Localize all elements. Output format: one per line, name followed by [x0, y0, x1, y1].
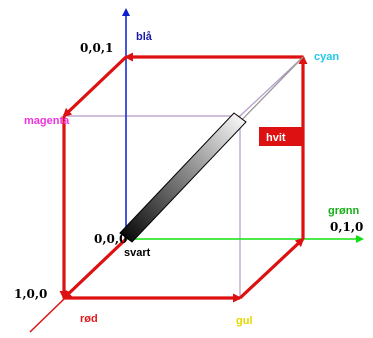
black-vertex-label: svart — [124, 247, 151, 259]
edge-black-red — [62, 237, 128, 300]
hidden-edges — [64, 56, 304, 298]
edge-yellow-green — [238, 237, 305, 300]
blue-vertex-coord: 0,0,1 — [80, 41, 113, 55]
origin-coord: 0,0,0 — [94, 232, 127, 246]
grayscale-bar — [119, 112, 247, 243]
cube-red-edges — [59, 52, 308, 303]
edge-white-cyan — [239, 56, 304, 117]
yellow-vertex-label: gul — [236, 315, 253, 327]
red-axis-label: rød — [80, 313, 98, 325]
green-axis-label: grønn — [328, 205, 359, 217]
edge-blue-magenta — [62, 55, 128, 118]
cyan-vertex-label: cyan — [314, 51, 339, 63]
blue-axis-label: blå — [136, 31, 153, 43]
white-label-box — [259, 127, 303, 146]
white-vertex-label: hvit — [266, 132, 286, 144]
green-vertex-coord: 0,1,0 — [330, 220, 363, 234]
magenta-vertex-label: magenta — [24, 115, 70, 127]
red-vertex-coord: 1,0,0 — [14, 287, 47, 301]
grayscale-diagonal — [119, 56, 304, 243]
